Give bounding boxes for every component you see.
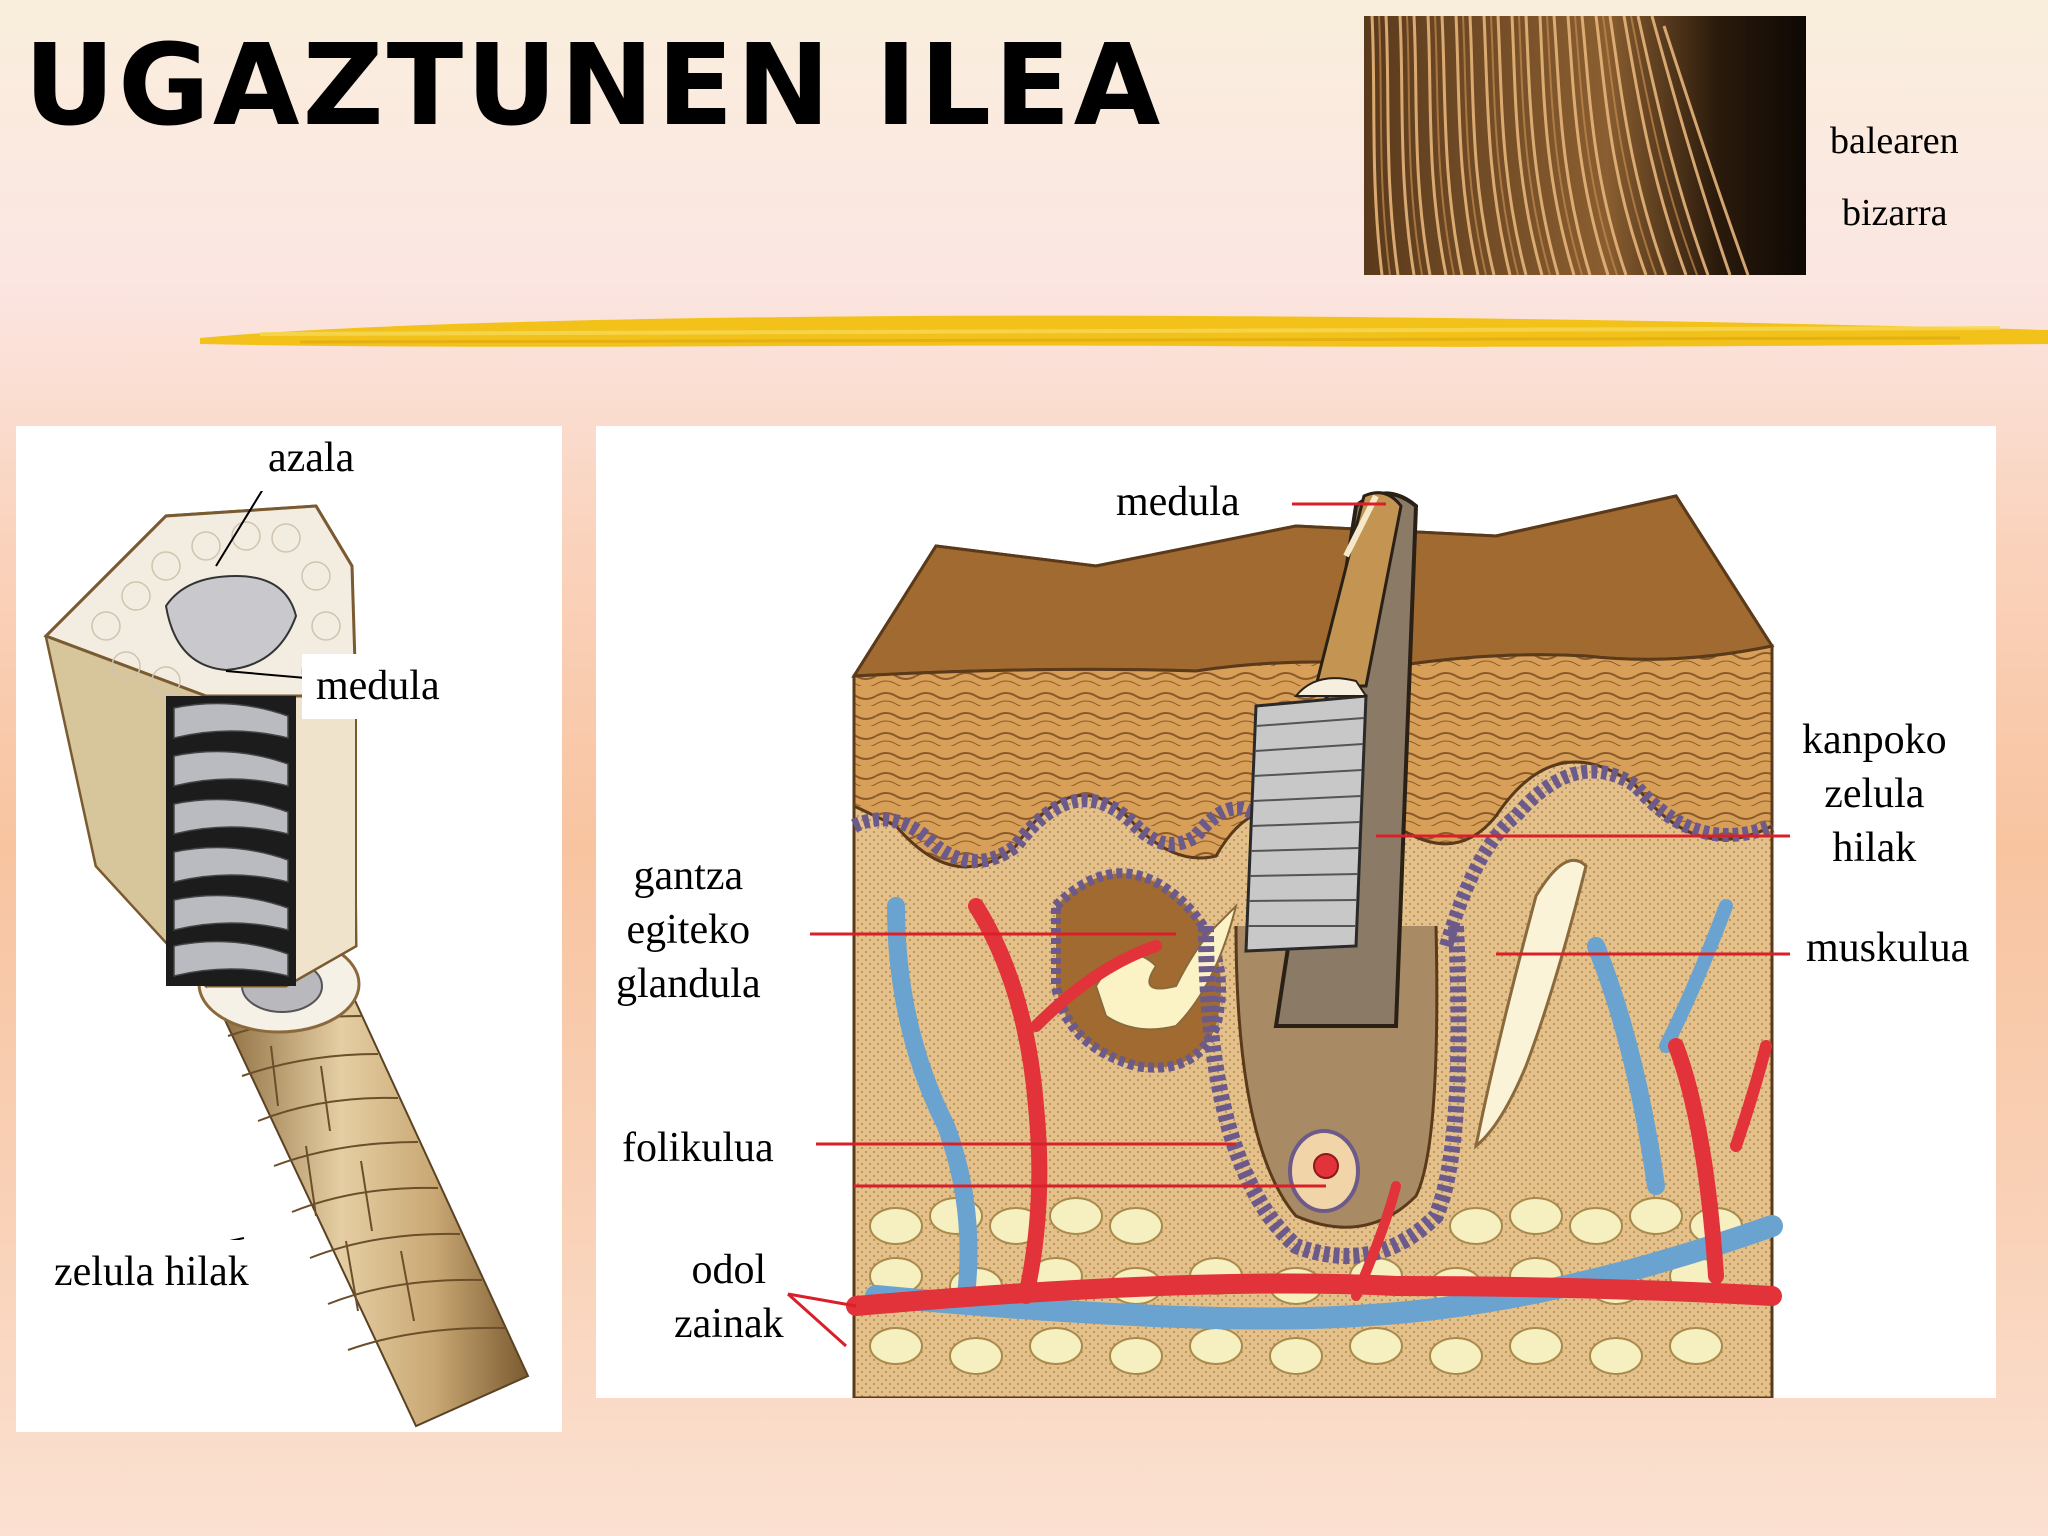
label-medula-right: medula bbox=[1116, 479, 1240, 525]
label-gantza-line-2: egiteko bbox=[626, 906, 751, 953]
label-zelula-hilak: zelula hilak bbox=[40, 1240, 263, 1305]
label-medula-left: medula bbox=[302, 654, 454, 719]
label-kanpoko-zelula-hilak: kanpoko zelula hilak bbox=[1792, 710, 1957, 880]
label-kanpoko-line-2: zelula bbox=[1824, 770, 1925, 817]
hair-shaft-panel: azala medula zelula hilak bbox=[16, 426, 562, 1432]
label-gantza-line-1: gantza bbox=[633, 853, 744, 899]
page-title: UGAZTUNEN ILEA bbox=[24, 21, 1164, 151]
photo-caption-line-2: bizarra bbox=[1842, 192, 1948, 234]
label-odol-line-2: zainak bbox=[674, 1300, 784, 1347]
photo-caption-line-1: balearen bbox=[1830, 120, 1959, 162]
label-odol-line-1: odol bbox=[691, 1247, 767, 1293]
hair-shaft-illustration bbox=[43, 475, 530, 1428]
label-azala: azala bbox=[254, 426, 369, 491]
label-muskulua: muskulua bbox=[1792, 916, 1984, 981]
label-gantza-egiteko-glandula: gantza egiteko glandula bbox=[616, 850, 761, 1011]
label-kanpoko-line-1: kanpoko bbox=[1802, 717, 1947, 763]
yellow-brush-stroke bbox=[200, 315, 2048, 347]
label-kanpoko-line-3: hilak bbox=[1832, 824, 1917, 871]
label-folikulua: folikulua bbox=[622, 1125, 774, 1171]
hair-follicle-illustration bbox=[786, 491, 1790, 1400]
label-gantza-line-3: glandula bbox=[616, 960, 761, 1007]
label-odol-zainak: odol zainak bbox=[674, 1244, 784, 1352]
hair-follicle-panel: medula kanpoko zelula hilak muskulua gan… bbox=[596, 426, 1996, 1400]
baleen-photo bbox=[1364, 16, 1806, 275]
